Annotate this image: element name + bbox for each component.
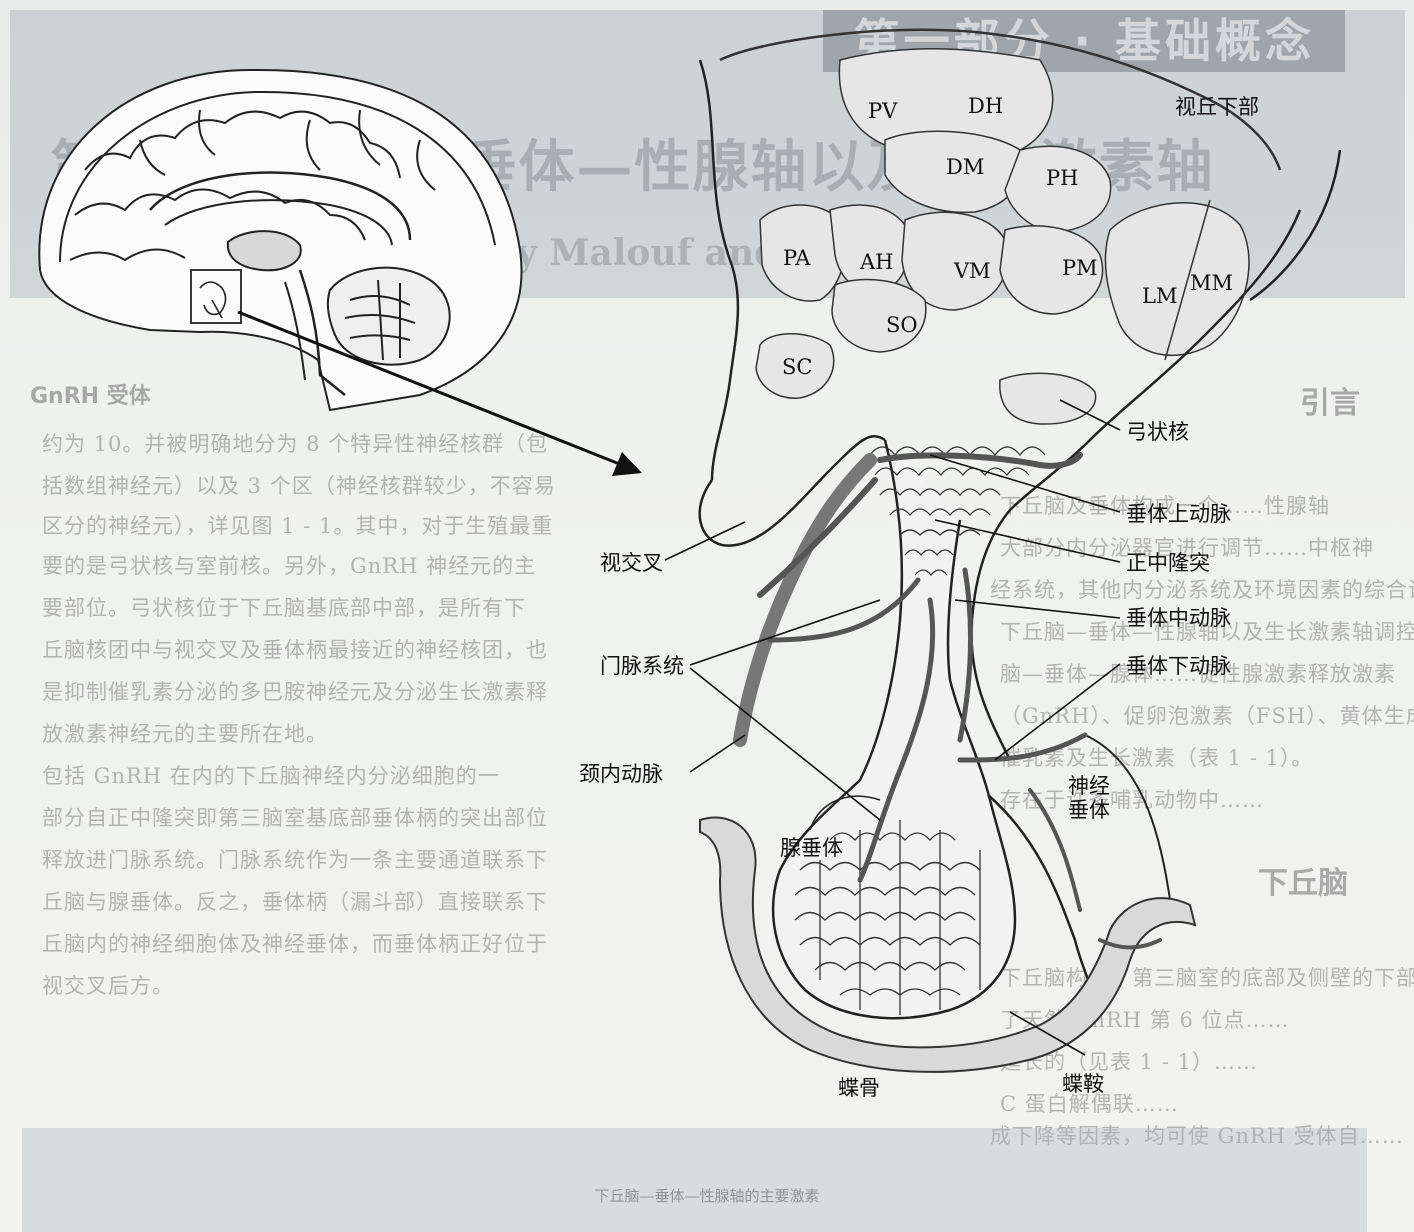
label-portal-system: 门脉系统 [600, 654, 684, 678]
label-neurohypophysis: 神经 垂体 [1068, 774, 1110, 822]
label-arcuate-nucleus: 弓状核 [1126, 420, 1189, 444]
label-pa: PA [783, 246, 810, 270]
label-sella-turcica: 蝶鞍 [1062, 1072, 1104, 1096]
brain-sagittal-section [39, 70, 521, 410]
label-hypothalamus: 视丘下部 [1175, 95, 1259, 119]
label-dh: DH [968, 94, 1003, 118]
label-so: SO [886, 313, 918, 337]
label-ah: AH [860, 250, 893, 274]
label-middle-hypophyseal-artery: 垂体中动脉 [1126, 606, 1231, 630]
label-ph: PH [1046, 166, 1078, 190]
label-inferior-hypophyseal-artery: 垂体下动脉 [1126, 654, 1231, 678]
label-sc: SC [782, 355, 812, 379]
label-mm: MM [1190, 271, 1233, 295]
internal-carotid-artery-shape [740, 460, 870, 740]
label-optic-chiasm: 视交叉 [600, 551, 663, 575]
label-vm: VM [954, 259, 991, 283]
label-adenohypophysis: 腺垂体 [780, 836, 843, 860]
label-pv: PV [868, 99, 897, 123]
label-pm: PM [1062, 256, 1098, 280]
label-superior-hypophyseal-artery: 垂体上动脉 [1126, 502, 1231, 526]
label-sphenoid-bone: 蝶骨 [838, 1076, 880, 1100]
label-dm: DM [946, 155, 984, 179]
arcuate-nucleus-shape [1000, 373, 1096, 424]
label-lm: LM [1142, 284, 1177, 308]
label-neurohypophysis-line2: 垂体 [1068, 798, 1110, 822]
label-internal-carotid-artery: 颈内动脉 [579, 762, 663, 786]
label-median-eminence: 正中隆突 [1126, 551, 1210, 575]
label-neurohypophysis-line1: 神经 [1068, 774, 1110, 798]
